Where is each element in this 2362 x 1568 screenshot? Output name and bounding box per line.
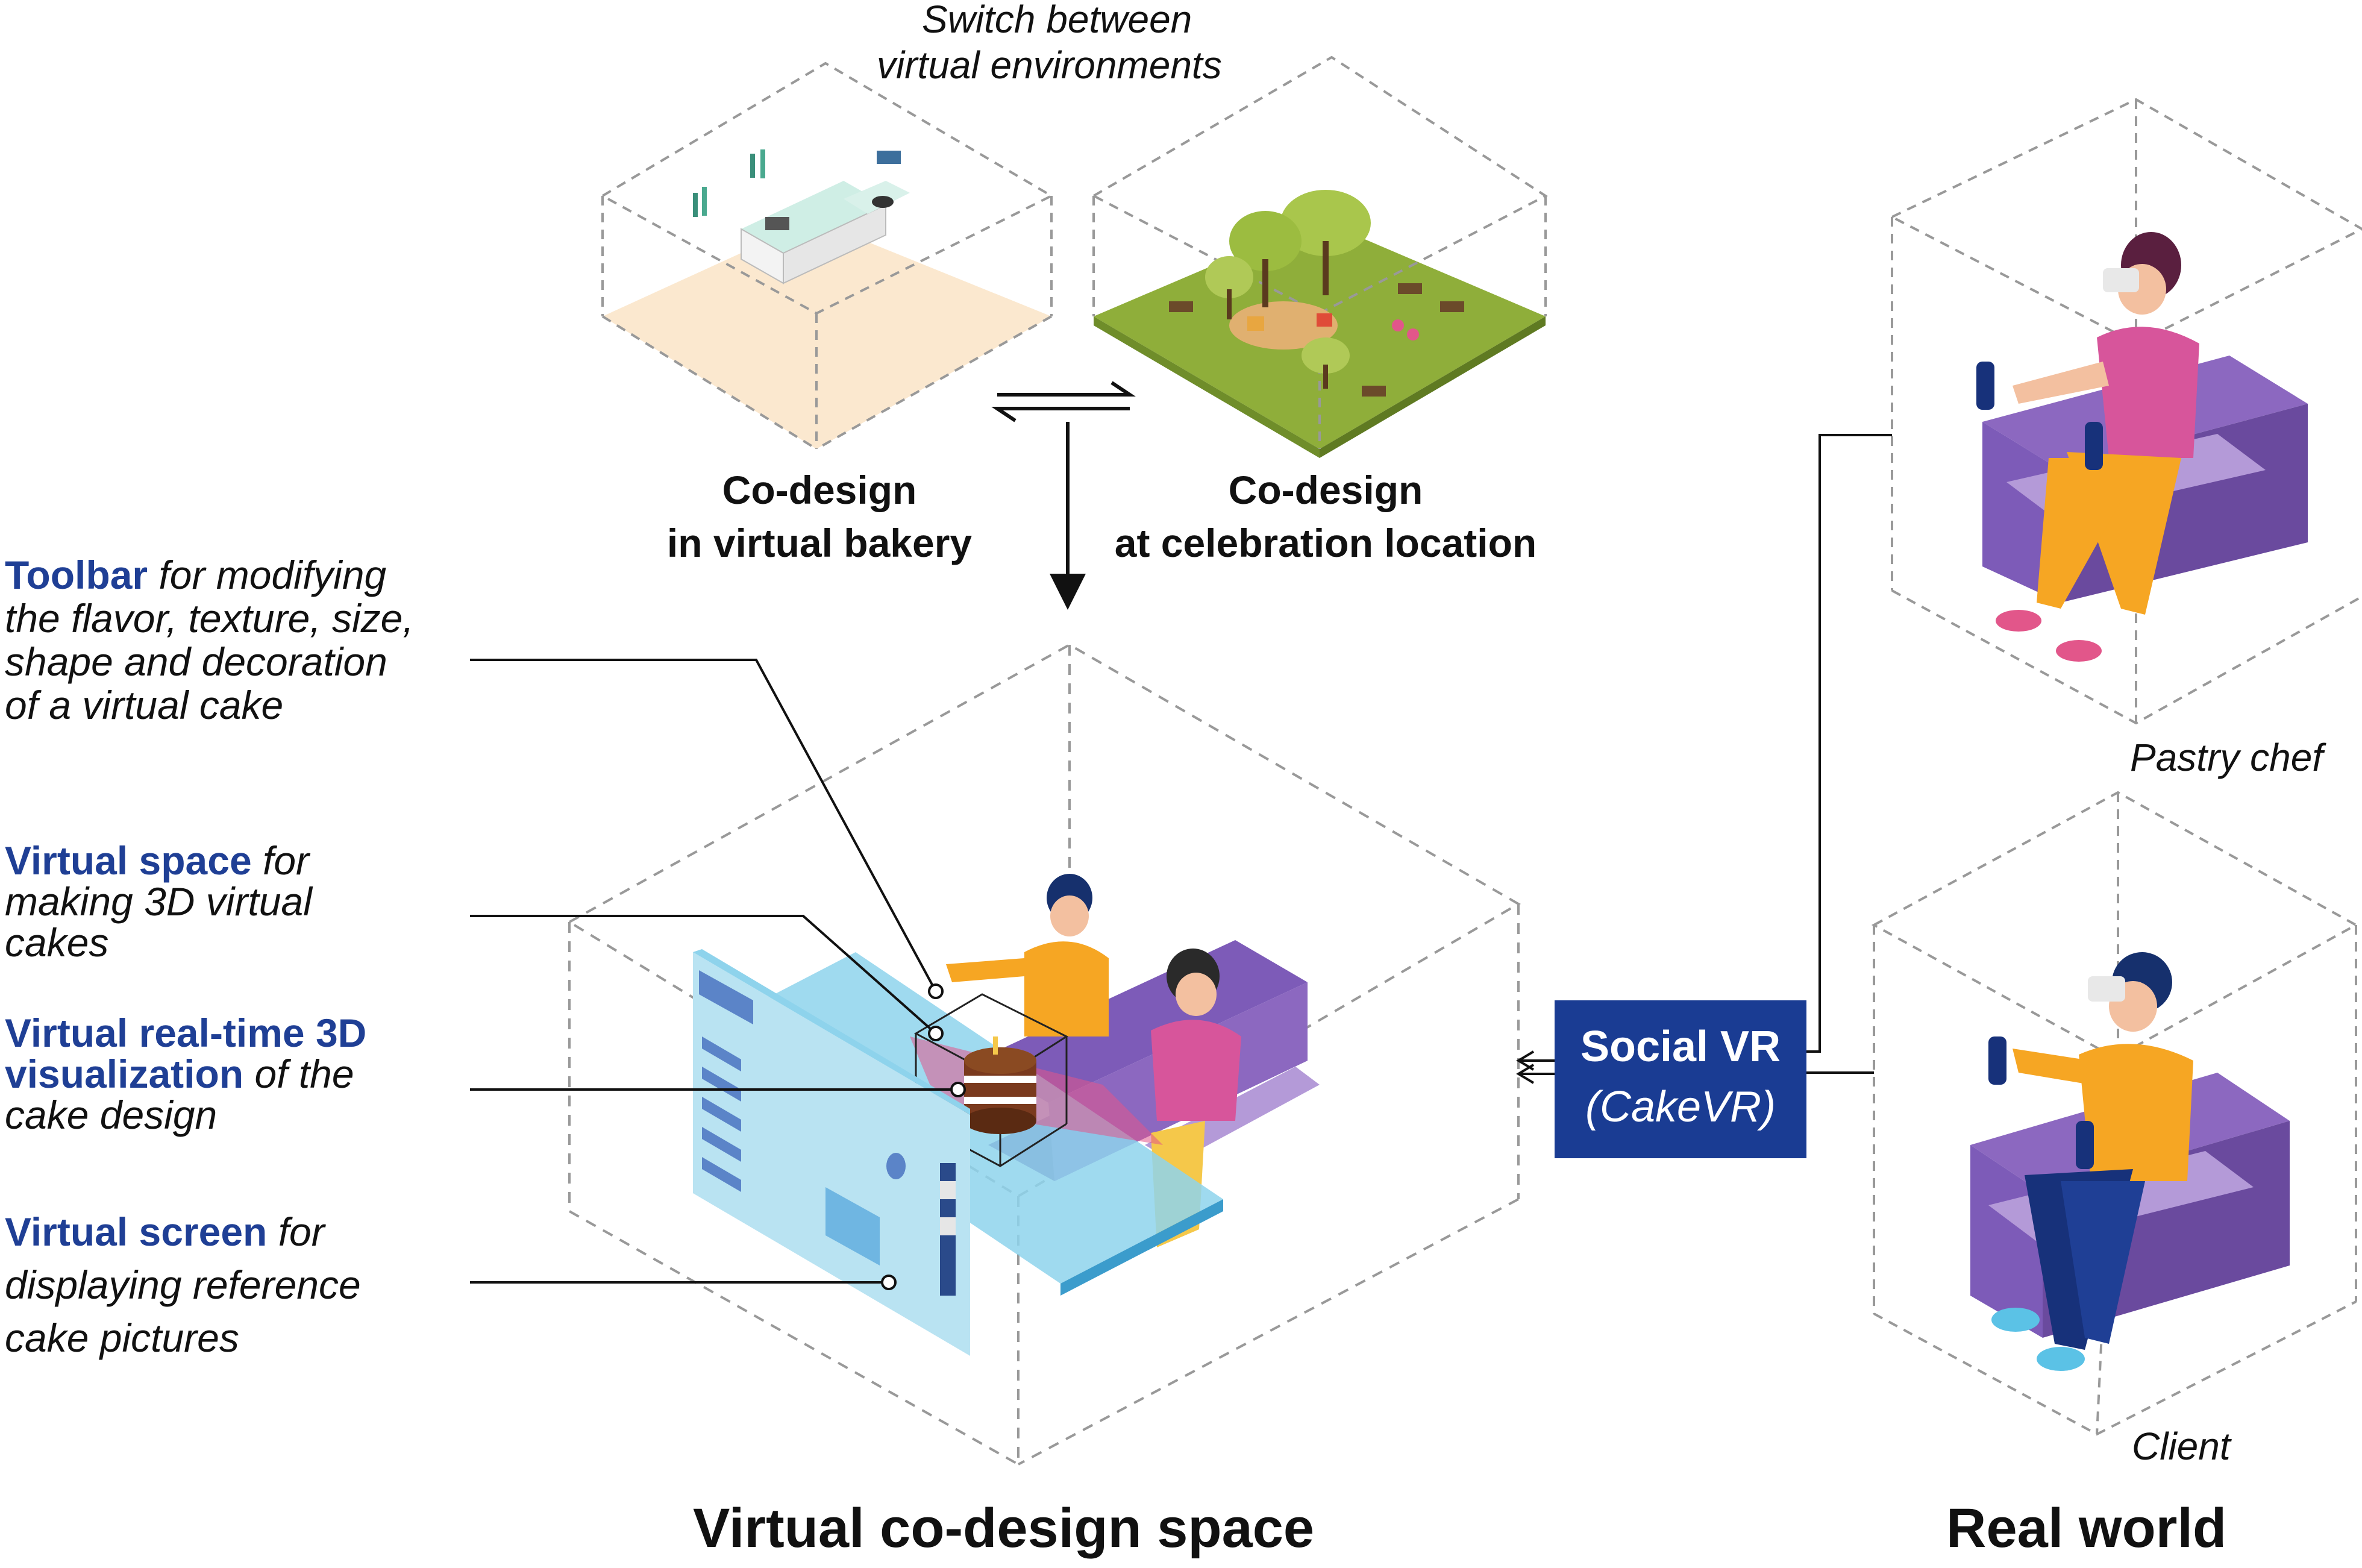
toolbar-annotation: Toolbar for modifying the flavor, textur… (5, 553, 414, 727)
screen-annotation-line3: cake pictures (5, 1316, 239, 1360)
switch-caption-line2: virtual environments (877, 43, 1222, 87)
space-annotation-line2: making 3D virtual (5, 879, 312, 924)
space-annotation-title: Virtual space (5, 838, 252, 883)
visualization-annotation-rest: of the (243, 1052, 354, 1096)
space-annotation-line3: cakes (5, 920, 109, 965)
space-annotation-rest: for (251, 838, 310, 883)
visualization-annotation-line3: cake design (5, 1093, 218, 1137)
bakery-label-line1: Co-design (722, 468, 917, 512)
screen-annotation-rest: for (267, 1209, 325, 1254)
celebration-label: Co-design at celebration location (1091, 470, 1561, 563)
toolbar-annotation-line3: shape and decoration (5, 639, 387, 684)
social-vr-box: Social VR (CakeVR) (1555, 1000, 1806, 1158)
screen-annotation-line2: displaying reference (5, 1262, 361, 1307)
toolbar-annotation-line4: of a virtual cake (5, 683, 284, 727)
kitchen-illustration (693, 149, 910, 284)
virtual-chef (946, 874, 1109, 1036)
bakery-label-line2: in virtual bakery (666, 521, 973, 565)
trees-illustration (1169, 190, 1464, 397)
social-vr-title: Social VR (1580, 1023, 1781, 1071)
bakery-label: Co-design in virtual bakery (645, 470, 994, 563)
screen-annotation: Virtual screen for displaying reference … (5, 1205, 361, 1364)
annotation-leaders (470, 659, 958, 1284)
virtual-space-title: Virtual co-design space (693, 1497, 1315, 1559)
switch-arrows (991, 381, 1136, 422)
toolbar-annotation-title: Toolbar (5, 553, 148, 597)
switch-caption-line1: Switch between (922, 0, 1192, 41)
celebration-environment (1091, 55, 1548, 458)
space-annotation: Virtual space for making 3D virtual cake… (5, 840, 312, 963)
client-label: Client (2132, 1425, 2231, 1468)
annotation-dots (881, 983, 966, 1290)
client-figure (1970, 952, 2290, 1371)
visualization-annotation-title1: Virtual real-time 3D (5, 1011, 367, 1055)
social-vr-subtitle: (CakeVR) (1585, 1083, 1776, 1131)
toolbar-annotation-line2: the flavor, texture, size, (5, 596, 414, 641)
virtual-screen (693, 949, 970, 1356)
pastry-chef-figure (1976, 232, 2308, 662)
social-vr-connectors (1516, 434, 1892, 1084)
virtual-cake (913, 993, 1069, 1167)
visualization-annotation: Virtual real-time 3D visualization of th… (5, 1012, 366, 1135)
visualization-annotation-title2: visualization (5, 1052, 244, 1096)
celebration-label-line1: Co-design (1228, 468, 1423, 512)
celebration-label-line2: at celebration location (1114, 521, 1537, 565)
pastry-chef-label: Pastry chef (2130, 736, 2323, 779)
toolbar-annotation-rest: for modifying (148, 553, 387, 597)
screen-annotation-title: Virtual screen (5, 1209, 268, 1254)
bakery-environment (600, 61, 1054, 450)
real-world-title: Real world (1946, 1497, 2227, 1559)
